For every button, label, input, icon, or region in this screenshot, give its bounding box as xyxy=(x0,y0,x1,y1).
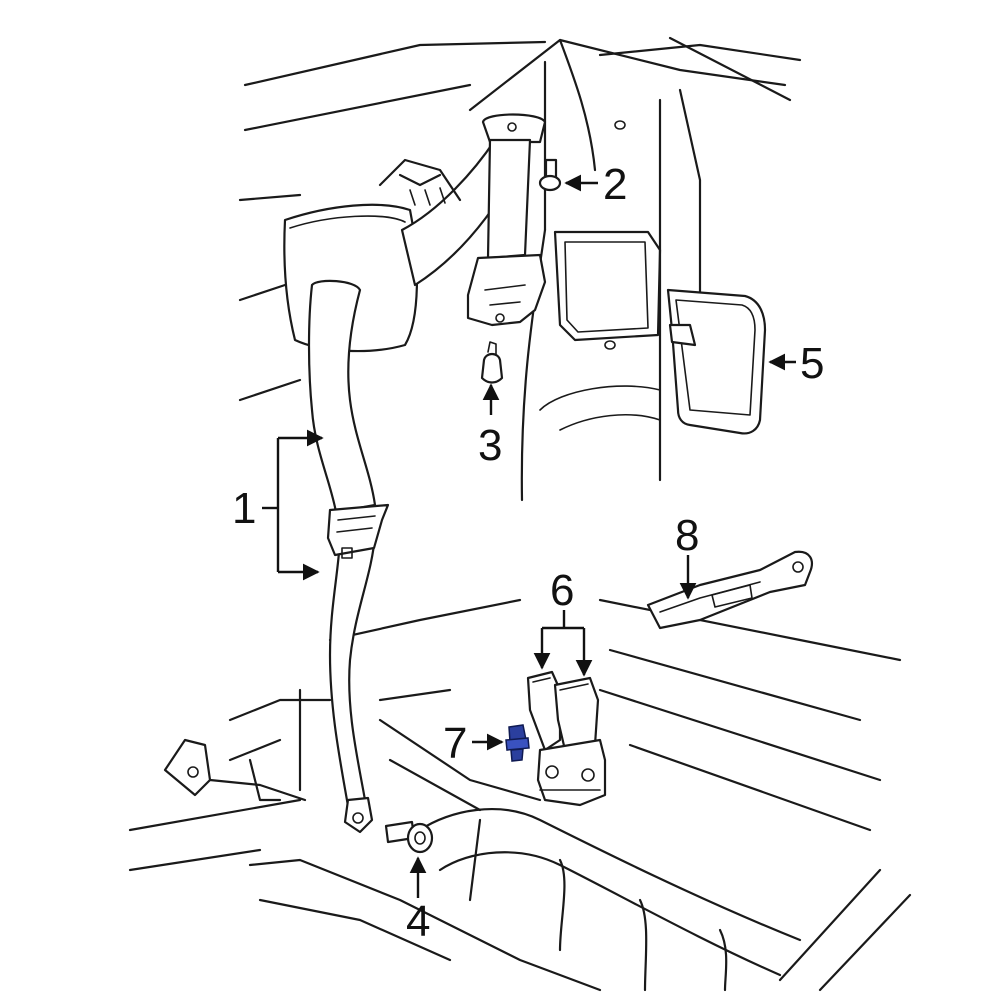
callout-number-4: 4 xyxy=(406,897,430,946)
callout-number-6: 6 xyxy=(550,566,574,615)
callout-number-1: 1 xyxy=(232,484,256,533)
bolt-part-2 xyxy=(538,158,562,192)
callout-6-leader xyxy=(533,610,593,677)
anchor-bolt-part-4 xyxy=(384,820,434,854)
trim-cover-part-5 xyxy=(666,288,767,435)
callout-number-5: 5 xyxy=(800,339,824,388)
buckle-assembly-part-6 xyxy=(526,670,607,807)
callout-number-2: 2 xyxy=(603,160,627,209)
buckle-strap-part-8 xyxy=(646,550,813,630)
callout-number-8: 8 xyxy=(675,511,699,560)
callout-number-7: 7 xyxy=(443,719,467,768)
upper-belt-guide xyxy=(466,113,547,327)
bolt-part-3 xyxy=(480,341,504,384)
callout-number-3: 3 xyxy=(478,421,502,470)
seat-belt-webbing xyxy=(307,279,390,834)
vehicle-body-structure xyxy=(128,36,912,992)
callout-1-leader xyxy=(262,429,324,581)
bolt-part-7-highlighted xyxy=(505,724,530,762)
